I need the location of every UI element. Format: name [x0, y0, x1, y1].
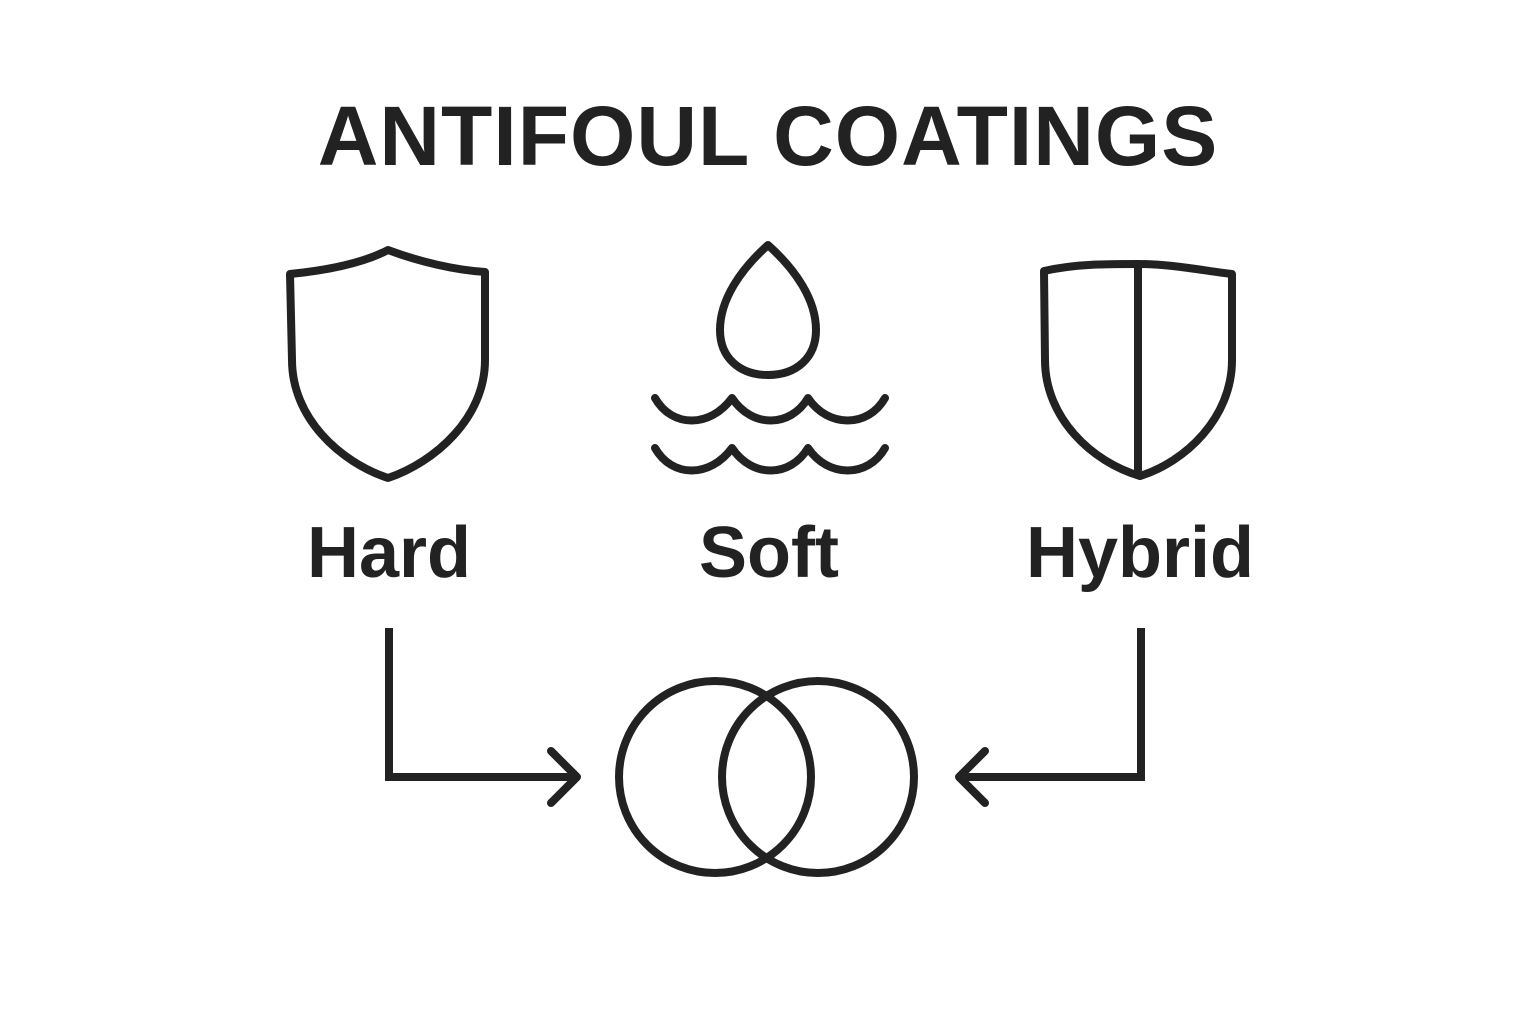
wave-lower	[651, 444, 889, 475]
arrow-hybrid-to-result	[955, 628, 1145, 807]
water-drop-waves-icon	[651, 241, 889, 475]
arrow-hard-to-result	[385, 628, 581, 807]
shield-icon	[286, 246, 489, 482]
node-label-hard: Hard	[306, 513, 472, 593]
diagram-title: ANTIFOUL COATINGS	[317, 89, 1219, 183]
wave-upper	[651, 394, 889, 425]
node-label-hybrid: Hybrid	[1025, 513, 1255, 593]
node-label-soft: Soft	[699, 513, 839, 593]
split-shield-icon	[1040, 260, 1236, 480]
overlapping-circles-icon	[615, 677, 918, 877]
